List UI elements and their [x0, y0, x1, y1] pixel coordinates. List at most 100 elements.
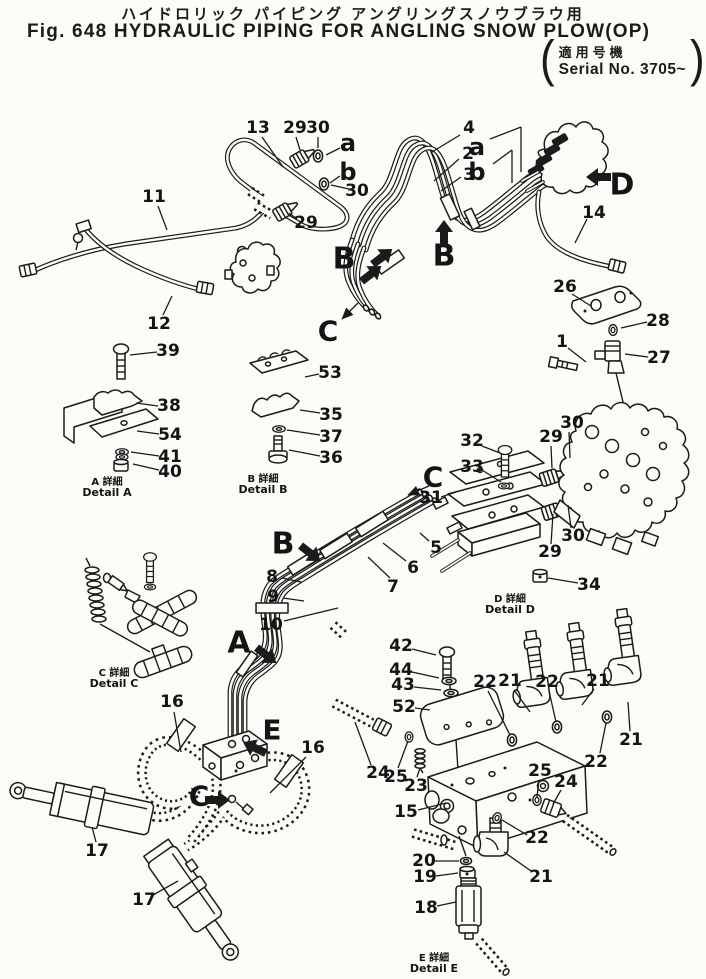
leader-line — [599, 722, 607, 754]
view-direction-arrow — [359, 265, 382, 285]
callout-label: 34 — [577, 575, 601, 595]
callout-label: 41 — [158, 447, 182, 467]
leader-line — [304, 373, 320, 378]
plow-cylinders-group — [9, 717, 311, 961]
detail-caption-jp: A 詳細 — [91, 475, 122, 488]
leader-line — [135, 402, 159, 407]
view-letter: E — [262, 714, 281, 747]
section-arrow — [341, 302, 359, 320]
fitting-23 — [414, 748, 426, 774]
view-direction-arrow — [243, 739, 268, 757]
leader-line — [325, 147, 341, 156]
detail-caption-jp: E 詳細 — [419, 951, 449, 964]
title-japanese: ハイドロリック パイピング アングリングスノウブラウ用 — [121, 6, 585, 23]
detail-caption-en: Detail D — [485, 603, 535, 616]
leader-line — [492, 149, 513, 165]
elbow-27 — [594, 340, 625, 407]
callout-label: 21 — [529, 867, 553, 887]
callout-label: 1 — [556, 332, 568, 352]
callout-label: 11 — [142, 187, 166, 207]
valve-block-15-group — [329, 607, 643, 976]
view-letter: b — [468, 158, 485, 186]
leader-line — [571, 293, 592, 307]
view-direction-arrow — [298, 542, 321, 562]
leader-line — [431, 134, 461, 153]
detail-caption-en: Detail C — [90, 677, 139, 690]
callout-label: 38 — [157, 396, 181, 416]
callout-label: 23 — [404, 776, 428, 796]
serial-label-jp: 適用号機 — [558, 44, 627, 60]
callout-label: 24 — [554, 772, 578, 792]
callout-label: 39 — [156, 341, 180, 361]
callout-label: 20 — [412, 851, 436, 871]
leader-line — [413, 686, 442, 691]
leader-line — [536, 779, 540, 798]
view-letter: a — [340, 129, 356, 157]
cylinder-17-left — [9, 781, 155, 836]
detail-caption-jp: C 詳細 — [99, 666, 130, 679]
leader-line — [548, 690, 557, 723]
leader-line — [261, 136, 284, 168]
callout-label: 13 — [246, 118, 270, 138]
callout-label: 16 — [160, 692, 184, 712]
valve-18 — [455, 877, 482, 940]
bolt-1 — [547, 355, 579, 372]
leader-line — [501, 819, 528, 836]
leader-line — [281, 577, 302, 583]
callout-label: 9 — [267, 587, 279, 607]
nut-19 — [459, 865, 476, 879]
leader-line — [414, 707, 431, 711]
leader-line — [552, 789, 562, 805]
view-letter: C — [423, 461, 444, 494]
callout-label: 22 — [525, 828, 549, 848]
view-letter: C — [189, 780, 210, 813]
callout-label: 25 — [384, 767, 408, 787]
detail-caption-en: Detail B — [238, 483, 287, 496]
callout-label: 17 — [132, 890, 156, 910]
callout-label: 18 — [414, 898, 438, 918]
leader-line — [419, 532, 430, 542]
callout-label: 16 — [301, 738, 325, 758]
leader-line — [329, 175, 341, 184]
view-direction-arrow — [205, 791, 230, 809]
callout-label: 28 — [646, 311, 670, 331]
detail-caption-en: Detail E — [410, 962, 458, 975]
leader-line — [330, 184, 350, 190]
callout-label: 17 — [85, 841, 109, 861]
view-letter: B — [333, 242, 356, 277]
leader-line — [283, 607, 339, 622]
nut-40 — [113, 458, 129, 472]
leader-line — [288, 449, 321, 457]
callout-label: 35 — [319, 405, 343, 425]
leader-line — [550, 513, 554, 545]
callout-label: 21 — [586, 671, 610, 691]
leader-line — [157, 205, 168, 231]
leader-line — [354, 721, 372, 766]
elbow-21-bottom — [472, 817, 509, 857]
callout-label: 37 — [319, 427, 343, 447]
detail-caption-en: Detail A — [82, 486, 132, 499]
callout-label: 25 — [528, 761, 552, 781]
callout-label: 27 — [647, 348, 671, 368]
leader-line — [299, 409, 321, 414]
callout-label: 8 — [266, 567, 278, 587]
leader-line — [411, 671, 440, 679]
callout-label: 3 — [463, 165, 475, 185]
callout-label: 24 — [366, 763, 390, 783]
callout-label: 40 — [158, 462, 182, 482]
detail-a-group — [63, 343, 159, 472]
main-control-valve — [553, 401, 690, 556]
callout-label: 32 — [460, 431, 484, 451]
leader-line — [574, 218, 588, 244]
leader-line — [288, 212, 298, 220]
view-direction-arrow — [586, 168, 611, 186]
top-left-piping — [18, 137, 350, 296]
leader-line — [91, 826, 97, 843]
fitting-24-right — [539, 798, 567, 818]
hose-manifold — [202, 730, 268, 781]
view-letter: A — [227, 626, 251, 661]
leader-line — [411, 648, 437, 656]
